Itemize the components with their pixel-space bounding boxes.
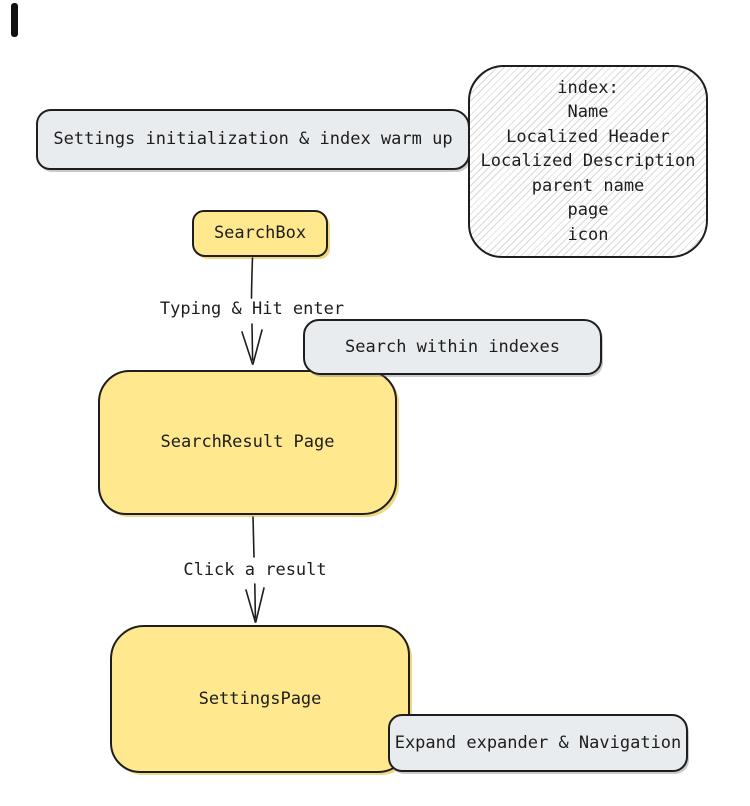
node-settings-initialization-label: Settings initialization & index warm up — [53, 129, 453, 150]
arrow-click-shaft-bottom — [254, 583, 257, 619]
node-settingspage: SettingsPage — [110, 625, 410, 773]
node-searchbox-label: SearchBox — [213, 223, 307, 244]
arrow-click-head-right — [255, 587, 265, 623]
arrow-typing-head-right — [252, 329, 263, 365]
index-note-line: Localized Description — [480, 151, 696, 172]
node-search-within-indexes-label: Search within indexes — [345, 336, 560, 357]
node-settings-initialization: Settings initialization & index warm up — [36, 109, 470, 170]
arrow-typing-shaft-top — [250, 257, 254, 299]
index-note-line: parent name — [531, 175, 645, 196]
node-searchresult-page-label: SearchResult Page — [160, 432, 335, 453]
edge-label-typing-enter: Typing & Hit enter — [159, 299, 345, 319]
node-expand-navigation-label: Expand expander & Navigation — [394, 732, 682, 753]
node-searchbox: SearchBox — [192, 210, 328, 257]
index-note-line: index: — [557, 77, 619, 98]
arrow-typing-head-left — [241, 331, 254, 365]
index-note-line: Name — [567, 102, 609, 123]
node-search-within-indexes: Search within indexes — [303, 319, 602, 375]
index-note-line: Localized Header — [506, 126, 670, 147]
node-expand-navigation: Expand expander & Navigation — [388, 714, 688, 772]
node-searchresult-page: SearchResult Page — [98, 370, 397, 515]
arrow-click-shaft-top — [252, 516, 255, 558]
text-cursor-mark — [11, 3, 18, 37]
index-note-line: page — [567, 200, 609, 221]
edge-label-click-result: Click a result — [183, 560, 327, 580]
arrow-click-head-left — [245, 589, 257, 623]
arrow-typing-shaft-bottom — [251, 323, 254, 361]
node-settingspage-label: SettingsPage — [198, 688, 322, 709]
node-index-note: index: Name Localized Header Localized D… — [468, 65, 708, 258]
index-note-line: icon — [567, 224, 609, 245]
